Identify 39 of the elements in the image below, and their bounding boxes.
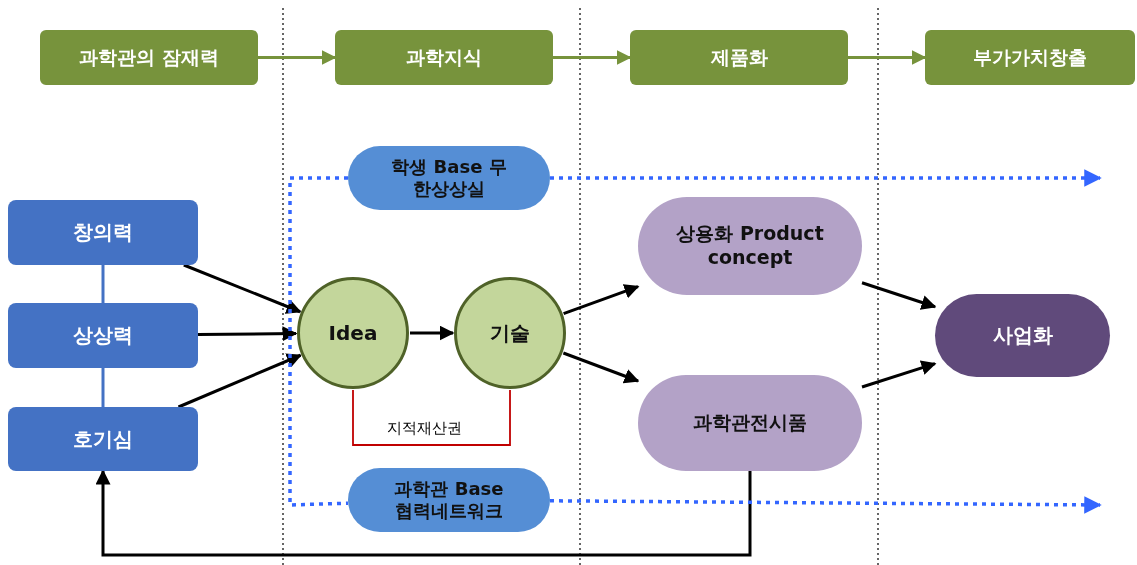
process-box xyxy=(8,200,198,265)
stage-box xyxy=(630,30,848,85)
arrow xyxy=(562,351,640,384)
node-label: 학생 Base 무한상상실 xyxy=(390,155,508,201)
arrow xyxy=(848,50,927,65)
arrow xyxy=(410,325,455,341)
node-label: 호기심 xyxy=(72,426,134,452)
arrow xyxy=(553,50,632,65)
node-label: 상상력 xyxy=(72,323,134,348)
node-label: 과학관전시품 xyxy=(692,411,808,435)
arrow xyxy=(198,326,298,342)
node-label: Idea xyxy=(327,320,379,346)
arrow xyxy=(258,50,337,65)
arrow xyxy=(183,263,302,314)
arrow xyxy=(177,353,302,409)
node-label: 과학관의 잠재력 xyxy=(78,45,220,70)
node-label: 창의력 xyxy=(72,220,134,245)
stage-box xyxy=(335,30,553,85)
node-label: 사업화 xyxy=(991,323,1054,348)
node-label: 기술 xyxy=(489,320,531,346)
stage-box xyxy=(925,30,1135,85)
node-label: 부가가치창출 xyxy=(972,45,1088,70)
node-label: 과학지식 xyxy=(405,45,483,70)
process-box xyxy=(8,407,198,471)
dotted-arrow xyxy=(550,169,1102,187)
dotted-arrow xyxy=(550,496,1102,514)
node-label: 제품화 xyxy=(709,45,769,70)
rounded-box xyxy=(935,294,1110,377)
arrow xyxy=(861,360,937,389)
node-label: 과학관 Base 협력네트워크 xyxy=(393,477,505,523)
connector-line xyxy=(101,265,105,303)
stage-box xyxy=(40,30,258,85)
node-label: 상용화 Product concept xyxy=(675,222,825,270)
connector-line xyxy=(352,389,511,446)
arrow xyxy=(861,281,937,310)
process-box xyxy=(8,303,198,368)
connector-line xyxy=(101,368,105,407)
arrow xyxy=(563,284,640,315)
arrow xyxy=(95,469,752,557)
